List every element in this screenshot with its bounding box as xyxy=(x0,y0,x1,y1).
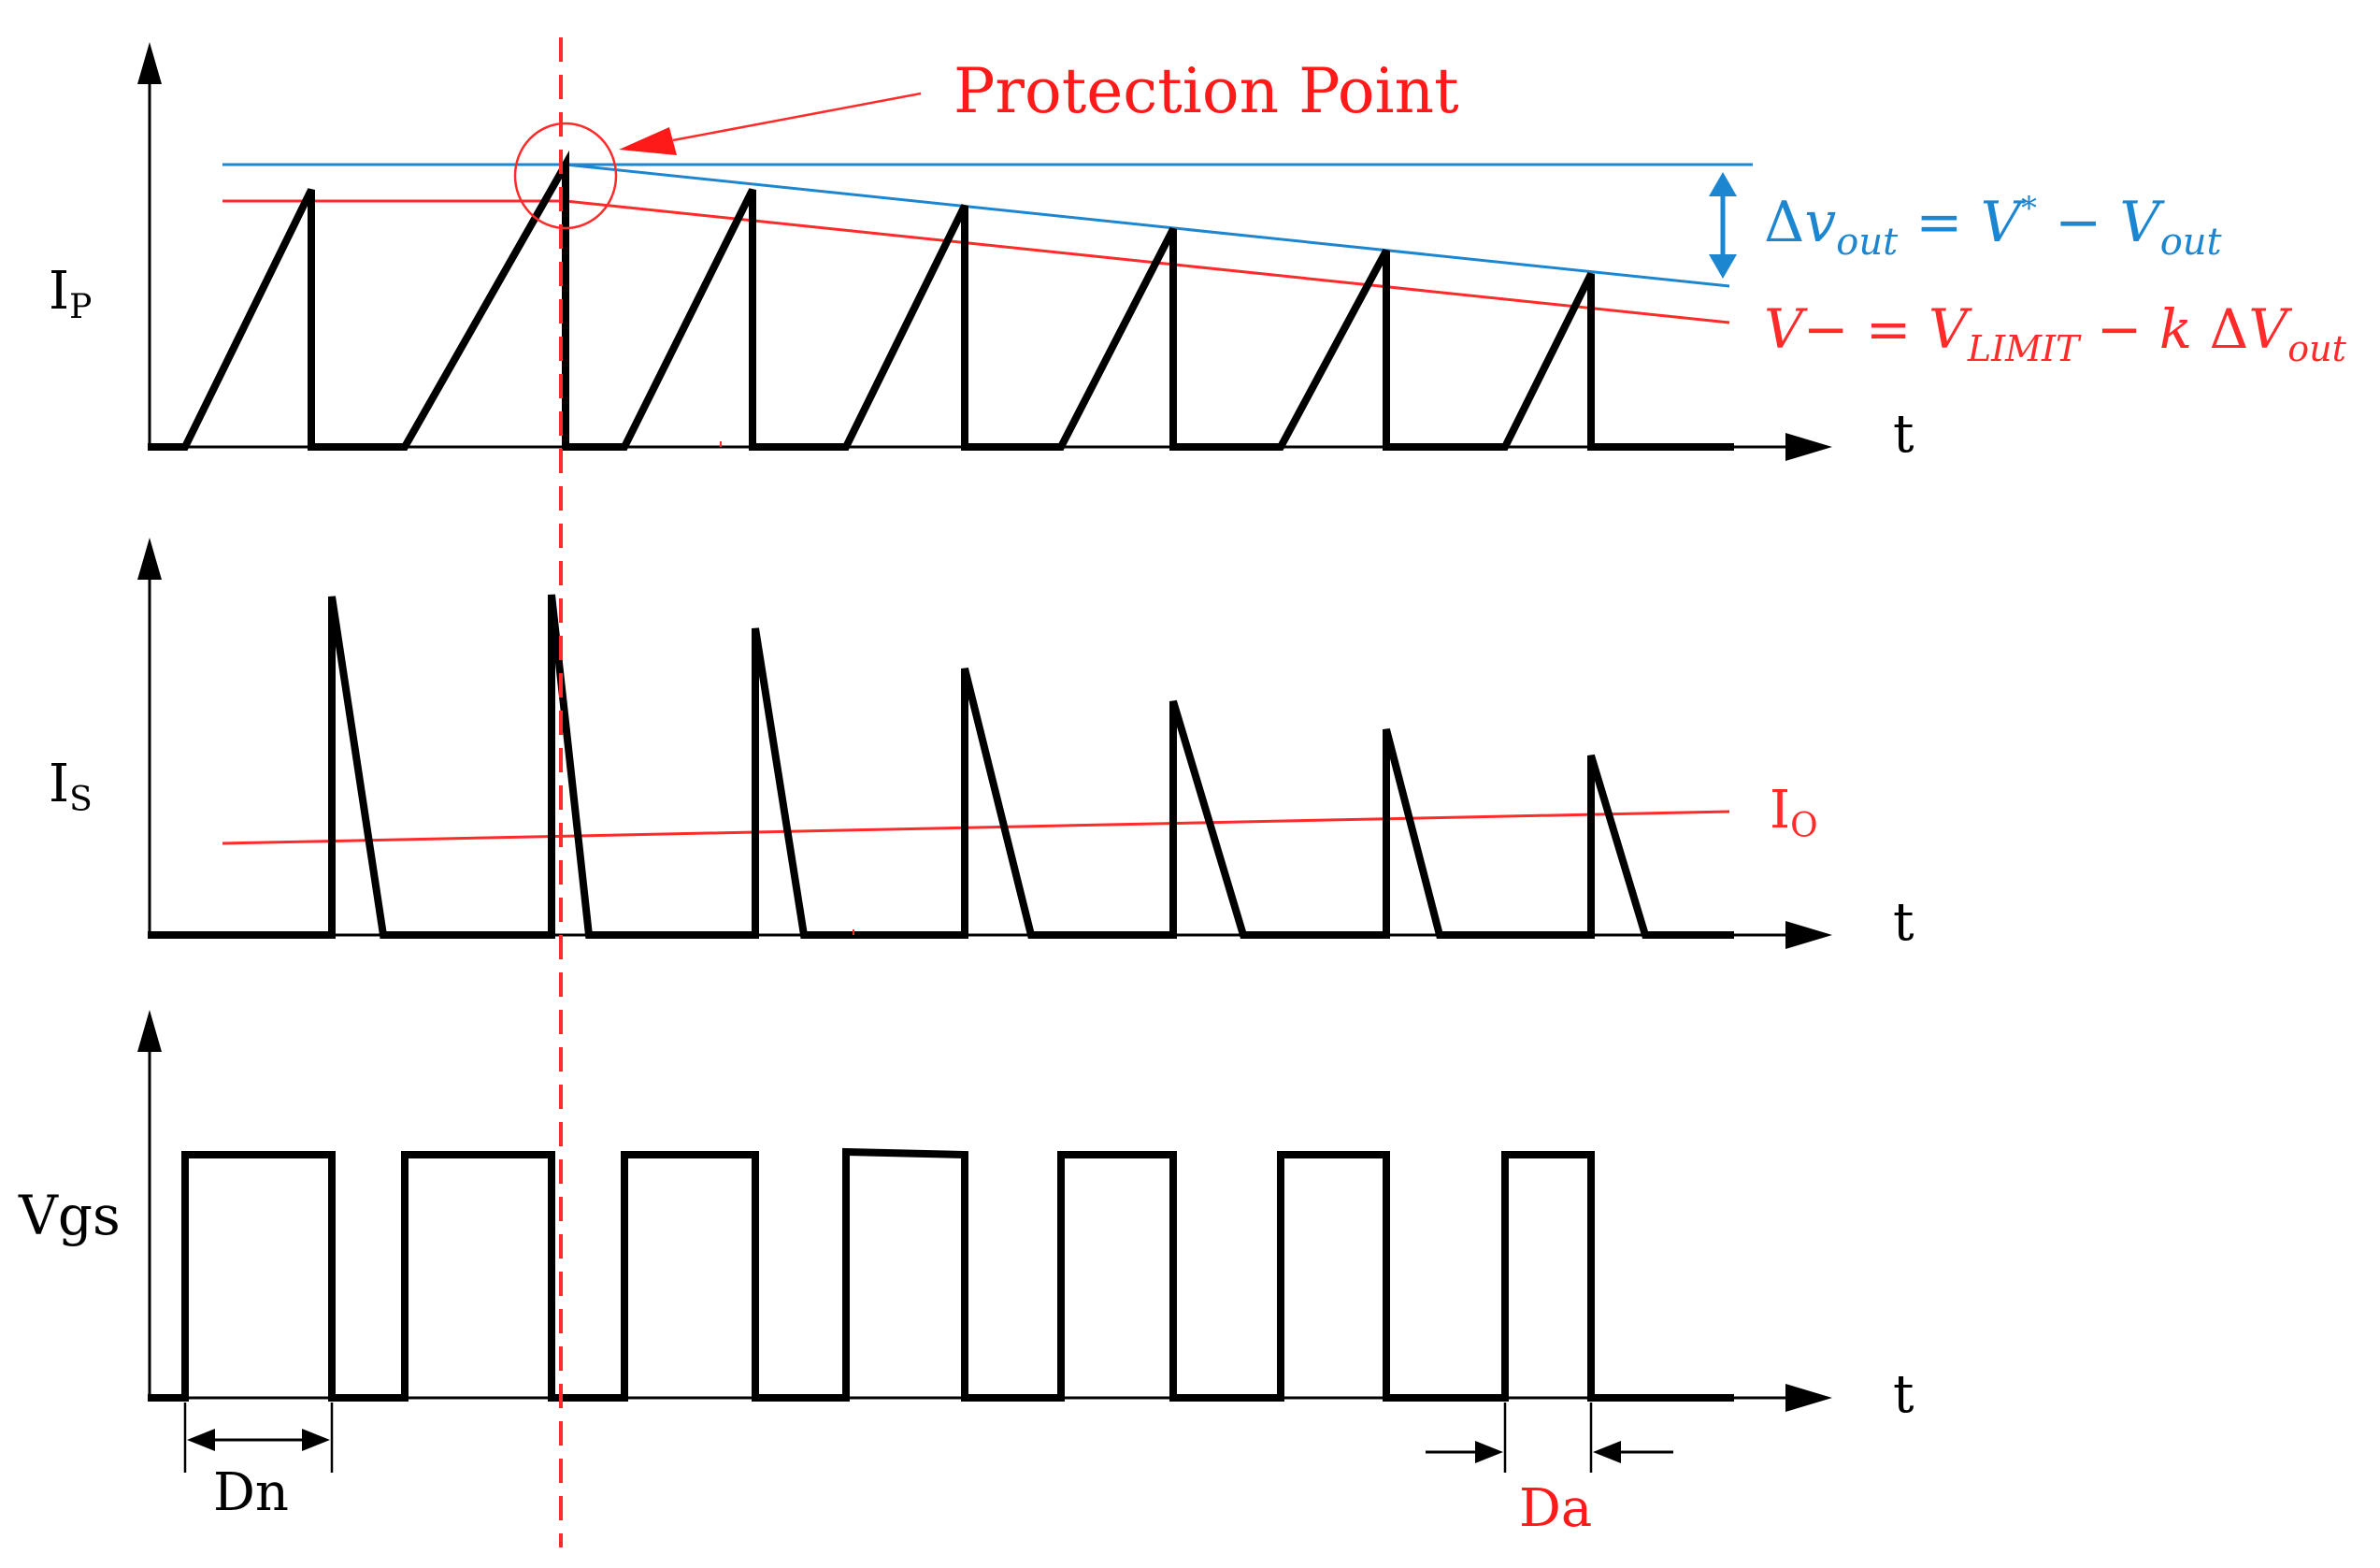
delta-v-arrow-up-icon xyxy=(1709,172,1737,196)
ip-panel: Protection Point Δvout = V* − Vout V− = … xyxy=(49,42,2347,465)
da-left-arrow-icon xyxy=(1475,1441,1503,1463)
ip-x-label: t xyxy=(1893,404,1914,465)
vm-delta: Δ xyxy=(2192,297,2248,361)
protection-pointer-arrow-icon xyxy=(619,127,677,155)
ip-y-label-main: I xyxy=(49,261,69,322)
vgs-x-axis-arrow-icon xyxy=(1785,1384,1832,1412)
dv-vout-subscript: out xyxy=(2160,221,2223,264)
is-waveform xyxy=(148,594,1734,939)
protection-point-circle xyxy=(513,122,618,230)
da-right-arrow-icon xyxy=(1593,1441,1621,1463)
ip-waveform xyxy=(148,150,1734,451)
dn-left-arrow-icon xyxy=(187,1429,215,1451)
vm-minus: − xyxy=(2079,297,2158,361)
dn-label: Dn xyxy=(213,1462,289,1523)
v-minus-equation: V− = VLIMIT − k ΔVout xyxy=(1764,297,2347,369)
is-y-axis-arrow-icon xyxy=(137,538,162,580)
io-sub: O xyxy=(1790,807,1818,845)
vgs-waveform xyxy=(148,1147,1734,1402)
ip-y-axis-arrow-icon xyxy=(137,42,162,84)
vm-vout: V xyxy=(2248,297,2292,361)
dv-star: * xyxy=(2021,190,2037,227)
vm-minus-equals: − = xyxy=(1803,297,1928,361)
dv-equals: = xyxy=(1898,190,1980,255)
dv-minus: − xyxy=(2037,190,2119,255)
dv-v: v xyxy=(1804,190,1836,255)
dn-right-arrow-icon xyxy=(302,1429,330,1451)
falling-reference-line xyxy=(565,163,1730,288)
vm-limit-subscript: LIMIT xyxy=(1967,328,2082,369)
delta-symbol: Δ xyxy=(1764,190,1804,255)
output-current-line xyxy=(222,810,1730,845)
vgs-y-label: Vgs xyxy=(18,1184,121,1247)
delta-v-equation: Δvout = V* − Vout xyxy=(1764,190,2223,264)
da-label: Da xyxy=(1519,1478,1592,1539)
vgs-x-label: t xyxy=(1893,1364,1914,1425)
vm-vlimit: V xyxy=(1928,297,1972,361)
io-main: I xyxy=(1770,780,1790,841)
protection-pointer-line xyxy=(672,92,922,142)
delta-v-arrow-down-icon xyxy=(1709,254,1737,279)
is-x-label: t xyxy=(1893,892,1914,953)
is-x-axis-arrow-icon xyxy=(1785,921,1832,949)
vm-vout-subscript: out xyxy=(2287,328,2346,369)
dv-out-subscript: out xyxy=(1836,221,1899,264)
vgs-y-axis-arrow-icon xyxy=(137,1010,162,1052)
protection-point-label: Protection Point xyxy=(953,55,1459,127)
vm-v: V xyxy=(1764,297,1808,361)
vm-k: k xyxy=(2159,297,2192,361)
is-y-label-sub: S xyxy=(69,781,93,819)
is-panel: IO IS t xyxy=(49,538,1914,953)
ip-x-axis-arrow-icon xyxy=(1785,433,1832,461)
dv-vstar: V xyxy=(1981,190,2027,255)
vgs-panel: Dn Da Vgs t xyxy=(18,1010,1914,1539)
is-y-label-main: I xyxy=(49,754,69,814)
ip-y-label-sub: P xyxy=(69,288,92,326)
ip-y-label: IP xyxy=(49,261,92,326)
dv-vout: V xyxy=(2119,190,2165,255)
output-current-label: IO xyxy=(1770,780,1818,845)
is-y-label: IS xyxy=(49,754,93,819)
